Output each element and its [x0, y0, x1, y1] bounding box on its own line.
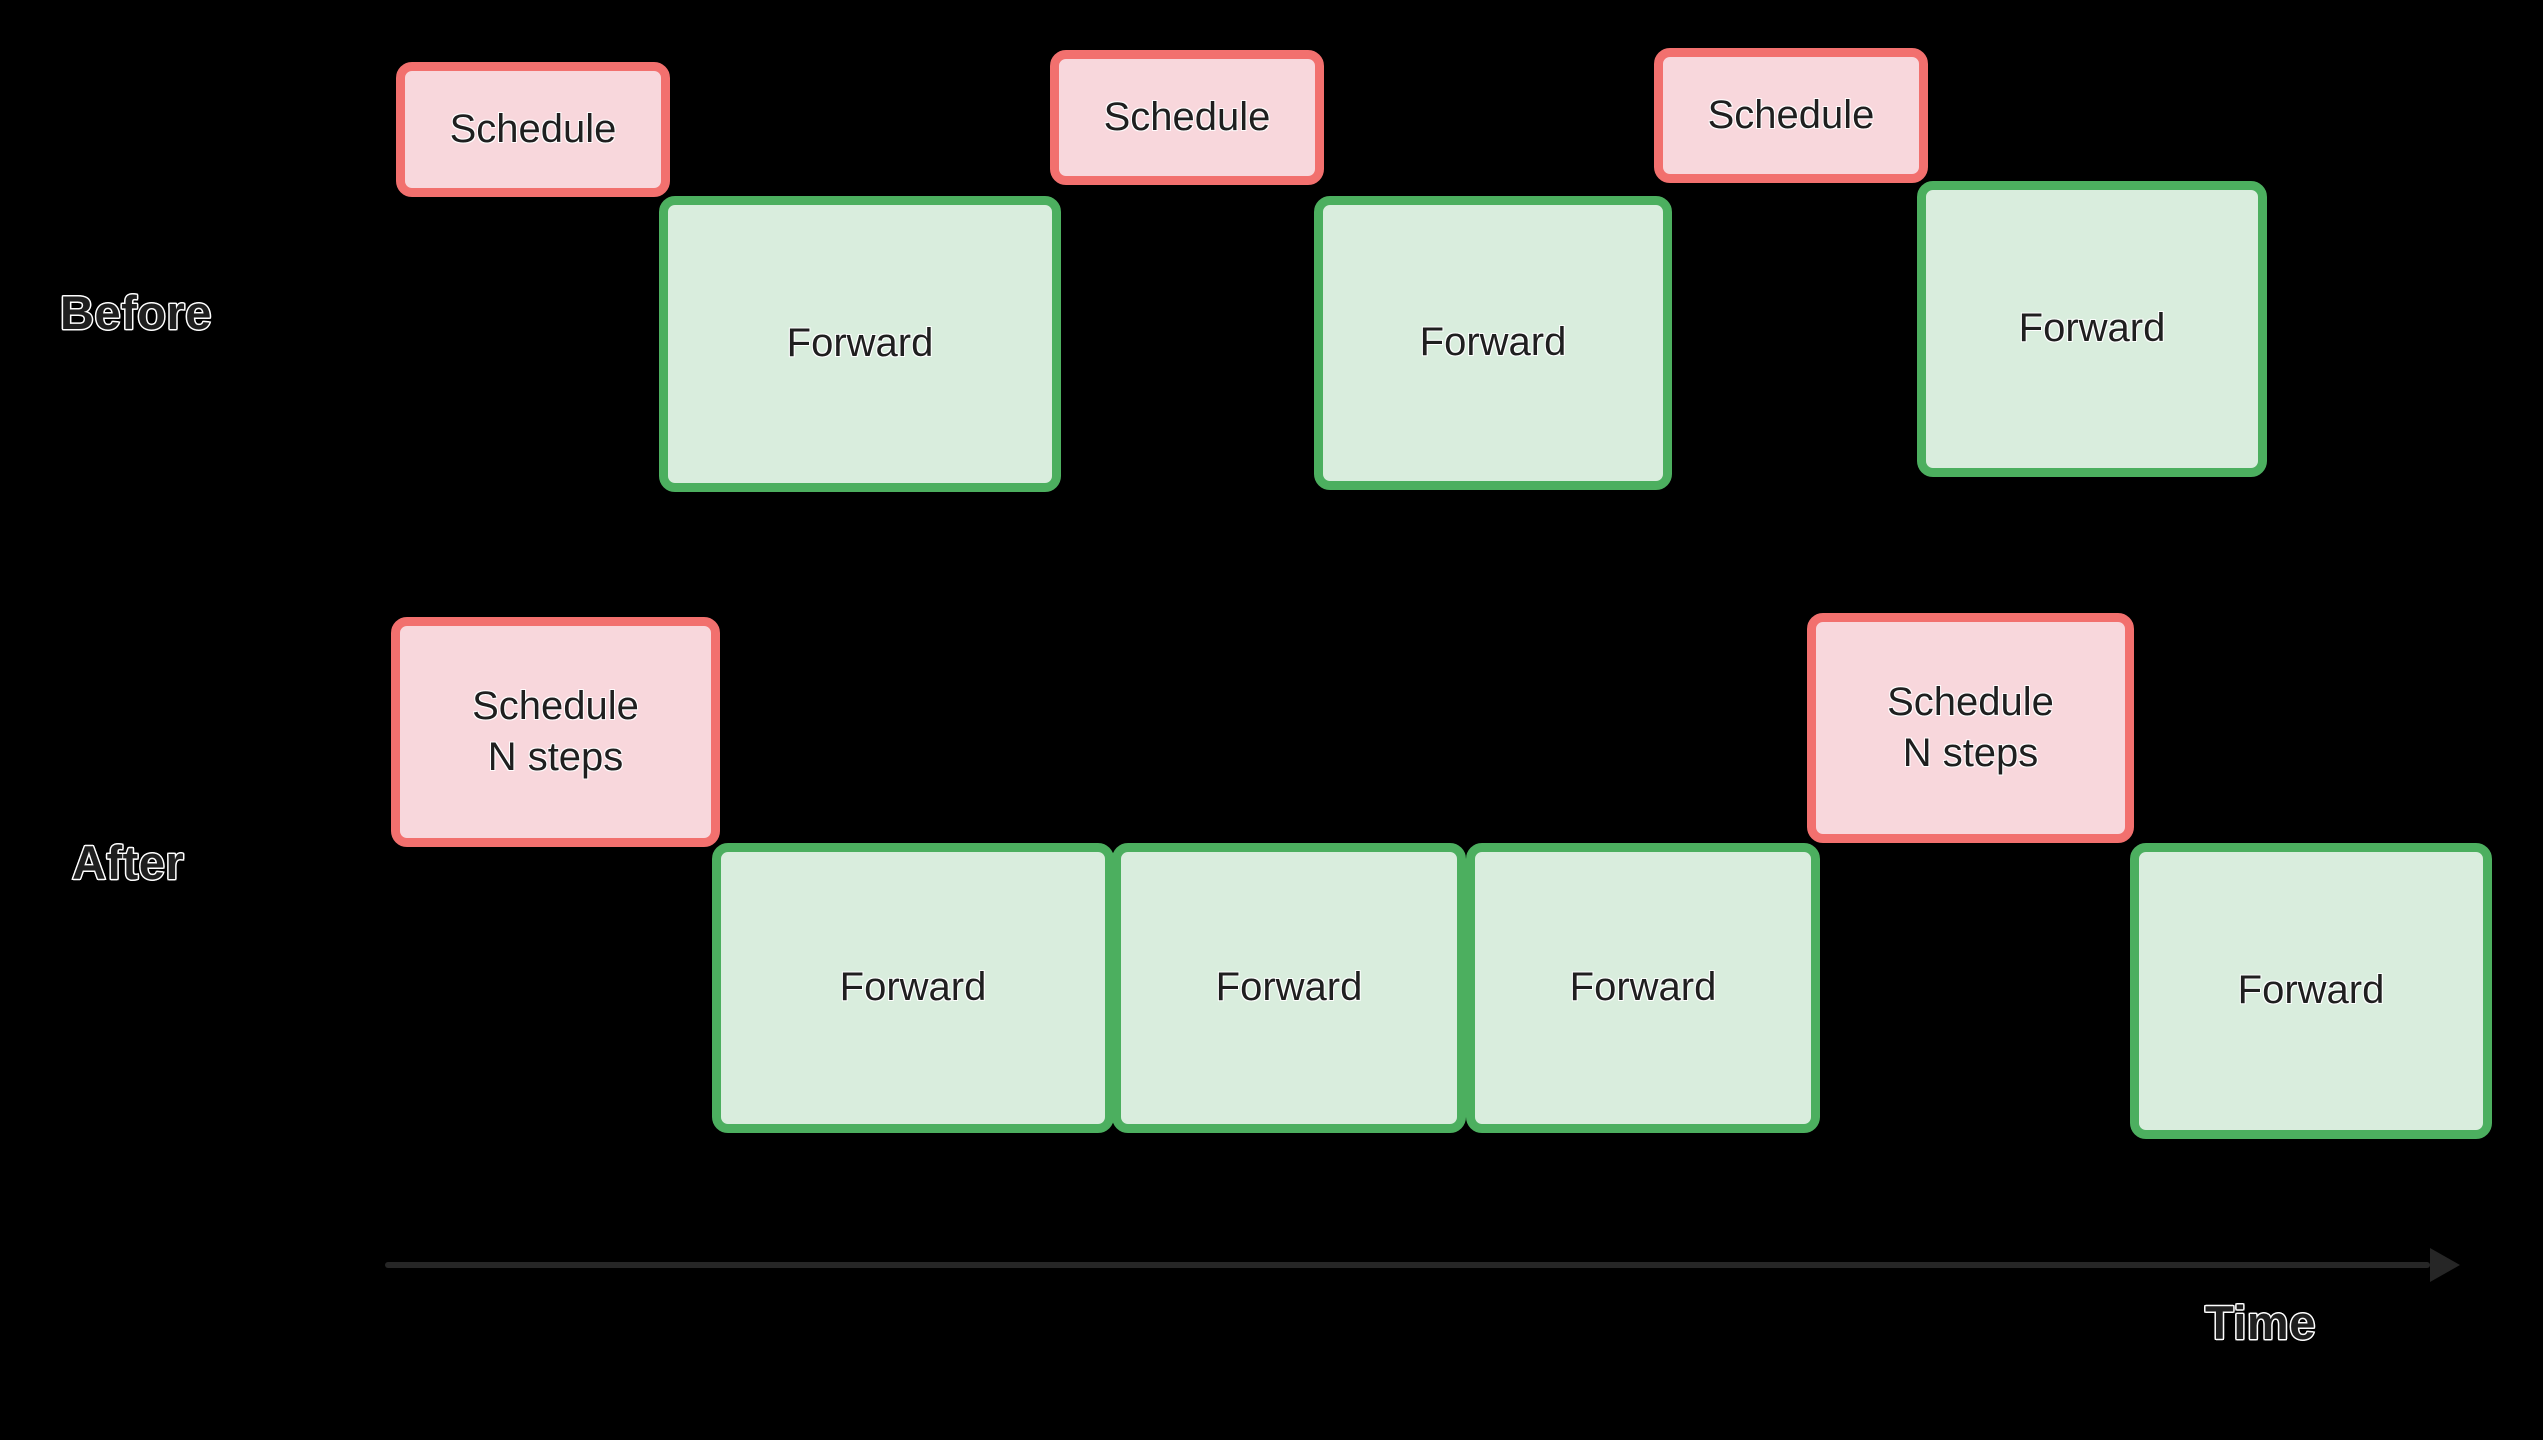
after-schedule-box-1: Schedule N steps: [391, 617, 720, 847]
before-forward-box-3: Forward: [1917, 181, 2267, 477]
after-forward-box-label: Forward: [839, 965, 987, 1010]
before-schedule-box-3: Schedule: [1654, 48, 1928, 183]
after-schedule-box-label: Schedule N steps: [472, 683, 639, 779]
before-forward-box-label: Forward: [1419, 320, 1567, 365]
after-forward-box-label: Forward: [1215, 965, 1363, 1010]
time-axis-line: [385, 1262, 2430, 1268]
before-forward-box-2: Forward: [1314, 196, 1672, 490]
after-schedule-box-2: Schedule N steps: [1807, 613, 2134, 843]
row-label-after: After: [71, 835, 185, 891]
before-forward-box-label: Forward: [2018, 306, 2166, 351]
after-forward-box-1: Forward: [712, 843, 1114, 1133]
before-forward-box-label: Forward: [786, 321, 934, 366]
time-axis-arrowhead-icon: [2430, 1248, 2460, 1282]
before-schedule-box-2: Schedule: [1050, 50, 1324, 185]
before-schedule-box-label: Schedule: [1707, 92, 1875, 137]
row-label-before: Before: [59, 285, 213, 341]
after-schedule-box-label: Schedule N steps: [1887, 679, 2054, 775]
after-forward-box-label: Forward: [1569, 965, 1717, 1010]
after-forward-box-3: Forward: [1466, 843, 1820, 1133]
after-forward-box-label: Forward: [2237, 968, 2385, 1013]
after-forward-box-2: Forward: [1112, 843, 1466, 1133]
before-schedule-box-label: Schedule: [1103, 94, 1271, 139]
before-schedule-box-1: Schedule: [396, 62, 670, 197]
before-schedule-box-label: Schedule: [449, 106, 617, 151]
before-forward-box-1: Forward: [659, 196, 1061, 492]
time-axis-label: Time: [2204, 1295, 2317, 1351]
after-forward-box-4: Forward: [2130, 843, 2492, 1139]
